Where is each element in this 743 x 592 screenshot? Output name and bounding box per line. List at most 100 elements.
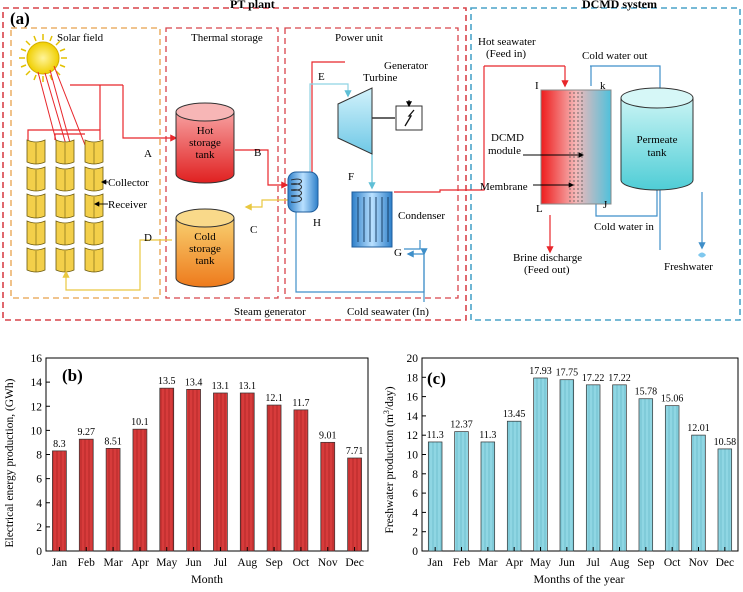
collector-panel: [26, 220, 46, 246]
collector-panel: [55, 193, 75, 219]
bar: [132, 428, 148, 552]
bar-value-label: 8.3: [53, 439, 66, 450]
collector-panel: [84, 193, 104, 219]
x-tick-label: Mar: [478, 557, 497, 569]
x-tick-label: Apr: [131, 557, 149, 569]
x-tick-label: Feb: [78, 557, 96, 569]
pt-plant-title: PT plant: [230, 0, 275, 11]
bar-value-label: 11.3: [427, 430, 444, 441]
bar-value-label: 15.78: [635, 387, 658, 398]
x-tick-label: Mar: [103, 557, 122, 569]
hot-storage-tank: Hot storage tank: [175, 102, 235, 184]
generator-label: Generator: [384, 60, 428, 72]
y-tick-label: 18: [407, 372, 419, 384]
permeate-line-2: tank: [648, 147, 667, 159]
power-unit-frame: [284, 27, 459, 299]
bar-value-label: 17.22: [582, 373, 605, 384]
generator-icon: [395, 100, 423, 131]
y-tick-label: 10: [31, 425, 43, 437]
bar-value-label: 12.1: [265, 393, 283, 404]
pointer-arrows: [93, 152, 585, 207]
bar-value-label: 17.93: [529, 366, 552, 377]
y-tick-label: 4: [36, 498, 42, 510]
bar: [159, 387, 175, 552]
bar-value-label: 10.1: [131, 417, 149, 428]
x-tick-label: Jan: [52, 557, 68, 569]
y-tick-label: 8: [412, 469, 418, 481]
turbine: [337, 87, 395, 155]
point-f: F: [348, 171, 354, 183]
y-tick-label: 2: [412, 527, 418, 539]
solar-field-frame: [10, 27, 161, 299]
bar: [559, 379, 575, 552]
membrane-label: Membrane: [480, 181, 528, 193]
bar-value-label: 13.4: [185, 377, 203, 388]
collector-panel: [84, 166, 104, 192]
point-c: C: [250, 224, 257, 236]
bar: [266, 404, 282, 552]
chart-c-ylabel: Freshwater production (m3/day): [382, 386, 397, 533]
bar-value-label: 8.51: [104, 436, 122, 447]
y-tick-label: 12: [31, 401, 43, 413]
bar: [533, 377, 548, 552]
cold-tank-line-3: tank: [196, 255, 215, 267]
hot-seawater-line-1: Hot seawater: [478, 36, 536, 48]
water-drop-icon: [698, 252, 706, 258]
y-tick-label: 16: [31, 353, 43, 365]
bar: [691, 434, 706, 552]
receiver-label: Receiver: [108, 199, 147, 211]
bar-value-label: 13.1: [212, 381, 230, 392]
bar-value-label: 10.58: [714, 437, 737, 448]
y-tick-label: 6: [412, 488, 418, 500]
bar-value-label: 11.7: [292, 398, 309, 409]
y-tick-label: 0: [412, 546, 418, 558]
collector-panel: [84, 247, 104, 273]
point-g: G: [394, 247, 402, 259]
collector-panel: [55, 247, 75, 273]
chart-c-xlabel: Months of the year: [534, 572, 625, 586]
cold-seawater-label: Cold seawater (In): [347, 306, 429, 318]
y-tick-label: 16: [407, 392, 419, 404]
point-e: E: [318, 71, 325, 83]
x-tick-label: Jul: [586, 557, 599, 569]
point-h: H: [313, 217, 321, 229]
bar-value-label: 13.1: [239, 381, 257, 392]
bar: [585, 384, 601, 552]
thermal-storage-label: Thermal storage: [191, 32, 263, 44]
bar: [105, 447, 121, 552]
point-k: k: [600, 80, 606, 92]
bar-value-label: 7.71: [346, 446, 364, 457]
bar-value-label: 12.37: [450, 420, 473, 431]
sun-icon: [19, 34, 67, 82]
solar-field-label: Solar field: [57, 32, 104, 44]
x-tick-label: Aug: [610, 557, 630, 569]
dcmd-module-line-1: DCMD: [491, 132, 524, 144]
collector-panel: [84, 220, 104, 246]
dcmd-frame: [470, 7, 741, 321]
x-tick-label: Jun: [186, 557, 202, 569]
x-tick-label: Oct: [293, 557, 310, 569]
x-tick-label: Feb: [453, 557, 471, 569]
x-tick-label: Dec: [716, 557, 735, 569]
hot-oil-lines: [27, 61, 569, 254]
freshwater-label: Freshwater: [664, 261, 713, 273]
bar-value-label: 13.45: [503, 409, 526, 420]
collector-panel: [26, 247, 46, 273]
bar-value-label: 9.01: [319, 430, 337, 441]
cold-water-out-label: Cold water out: [582, 50, 647, 62]
cold-tank-line-2: storage: [189, 243, 221, 255]
point-l: L: [536, 203, 543, 215]
chart-b-xlabel: Month: [191, 572, 223, 586]
x-tick-label: Nov: [689, 557, 709, 569]
collector-panel: [84, 139, 104, 165]
condenser-label: Condenser: [398, 210, 445, 222]
x-tick-label: Oct: [664, 557, 681, 569]
hot-tank-line-2: storage: [189, 137, 221, 149]
x-tick-label: Nov: [318, 557, 338, 569]
bar: [320, 441, 336, 552]
y-tick-label: 0: [36, 546, 42, 558]
x-tick-label: May: [530, 557, 551, 569]
bar: [638, 398, 654, 552]
bar-value-label: 9.27: [78, 427, 96, 438]
